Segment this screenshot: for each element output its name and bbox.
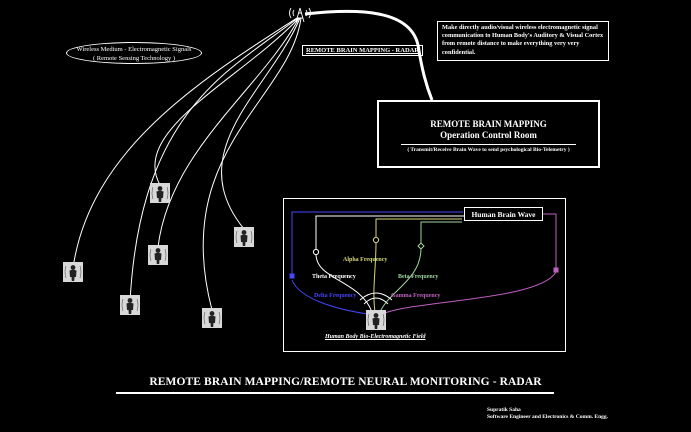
person-icon — [234, 227, 254, 247]
delta-frequency-label: Delta Frequency — [314, 293, 356, 299]
radar-label: REMOTE BRAIN MAPPING - RADAR — [302, 45, 423, 56]
control-room-subtitle: Operation Control Room — [379, 130, 598, 141]
brain-wave-title: Human Brain Wave — [464, 207, 543, 221]
control-room-note: ( Transmit/Receive Brain Wave to send ps… — [379, 147, 598, 154]
person-icon — [120, 295, 140, 315]
description-box: Make directly audio/visual wireless elec… — [437, 21, 609, 61]
beta-frequency-label: Beta Frequency — [398, 274, 438, 280]
wireless-medium-label: Wireless Medium - Electromagnetic Signal… — [66, 42, 202, 64]
page-title: REMOTE BRAIN MAPPING/REMOTE NEURAL MONIT… — [0, 376, 691, 388]
title-underline — [116, 392, 554, 394]
author-role: Software Engineer and Electronics & Comm… — [487, 414, 608, 421]
bio-field-label: Human Body Bio-Electromagnetic Field — [325, 334, 426, 340]
person-icon — [148, 245, 168, 265]
wireless-medium-title: Wireless Medium - Electromagnetic Signal… — [67, 46, 201, 55]
person-icon — [202, 308, 222, 328]
alpha-frequency-label: Alpha Frequency — [343, 257, 387, 263]
control-room-divider — [401, 144, 576, 145]
theta-frequency-label: Theta Frequency — [312, 274, 356, 280]
author-name: Supratik Saha — [487, 407, 608, 414]
gamma-frequency-label: Gamma Frequency — [391, 293, 440, 299]
wireless-medium-subtitle: ( Remote Sensing Technology ) — [67, 55, 201, 64]
signal-link — [155, 18, 299, 185]
control-room-title: REMOTE BRAIN MAPPING — [379, 119, 598, 130]
person-icon — [150, 183, 170, 203]
person-icon — [63, 262, 83, 282]
control-room-box: REMOTE BRAIN MAPPING Operation Control R… — [377, 100, 600, 168]
author-credit: Supratik Saha Software Engineer and Elec… — [487, 407, 608, 421]
